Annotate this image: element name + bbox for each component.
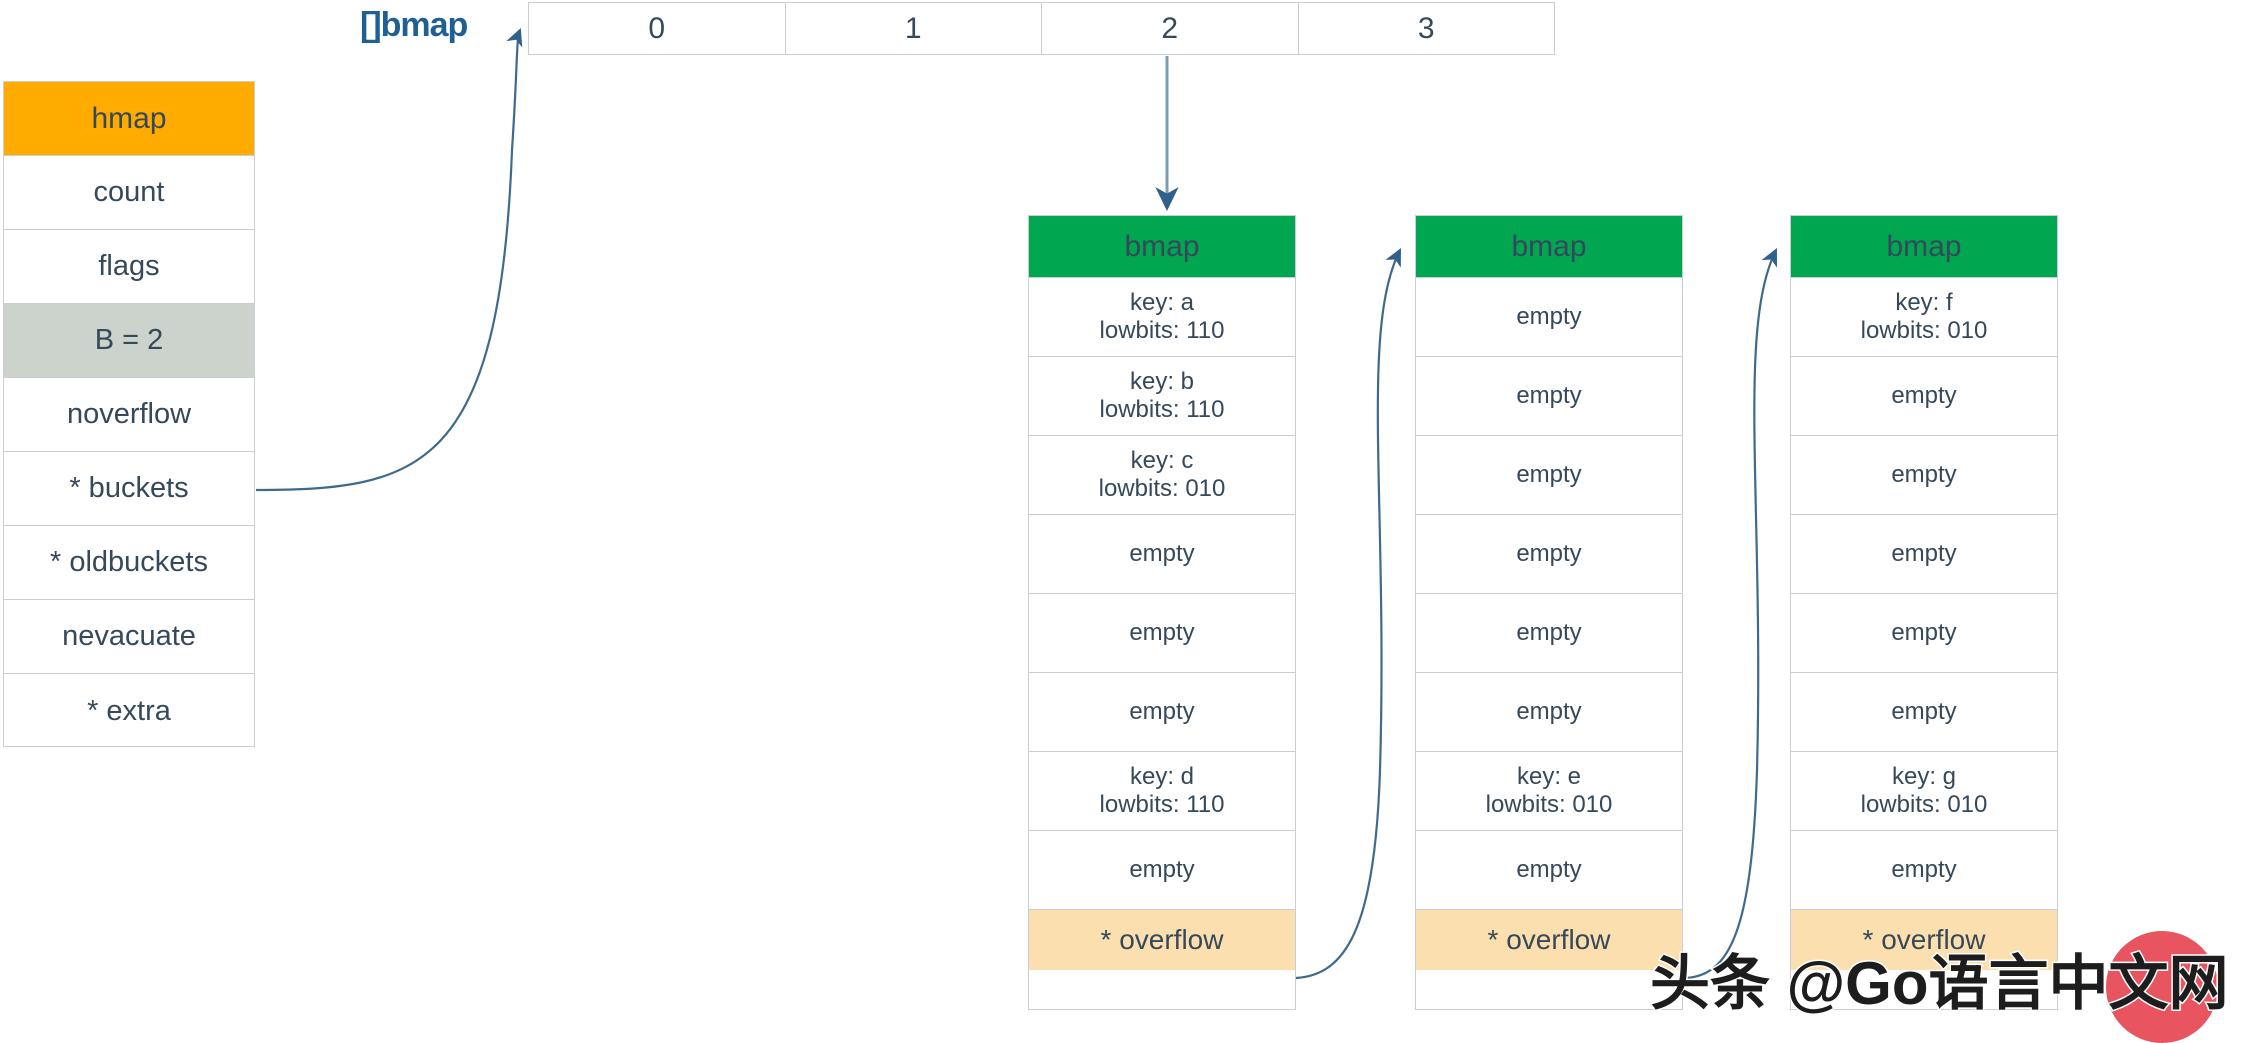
bmap-1-title: bmap <box>1416 216 1682 278</box>
bmap-0-slot-1: key: b lowbits: 110 <box>1029 357 1295 436</box>
hmap-field-buckets: * buckets <box>4 452 254 526</box>
bmap-0-slot-6: key: d lowbits: 110 <box>1029 752 1295 831</box>
bmap-slice-label: []bmap <box>360 6 468 44</box>
arrow-overflow1-to-bmap2 <box>1685 248 1777 980</box>
bucket-cell-3: 3 <box>1417 11 1435 45</box>
bucket-array: 0 1 2 3 <box>528 2 1555 55</box>
bmap-0-title: bmap <box>1029 216 1295 278</box>
hmap-struct-table: hmap count flags B = 2 noverflow * bucke… <box>3 81 255 747</box>
bmap-1-slot-4: empty <box>1416 594 1682 673</box>
bmap-0-overflow: * overflow <box>1029 910 1295 970</box>
bmap-2-slot-5: empty <box>1791 673 2057 752</box>
bmap-1-slot-7: empty <box>1416 831 1682 910</box>
arrow-buckets-to-array <box>255 27 523 492</box>
bmap-2-slot-7: empty <box>1791 831 2057 910</box>
bmap-2-slot-0: key: f lowbits: 010 <box>1791 278 2057 357</box>
bmap-1-slot-2: empty <box>1416 436 1682 515</box>
bmap-0-slot-3: empty <box>1029 515 1295 594</box>
watermark-dot <box>2106 931 2218 1043</box>
bmap-0-slot-5: empty <box>1029 673 1295 752</box>
hmap-field-flags: flags <box>4 230 254 304</box>
hmap-struct-title: hmap <box>4 82 254 156</box>
bucket-cell-2: 2 <box>1042 3 1299 54</box>
hmap-field-b: B = 2 <box>4 304 254 378</box>
bmap-1-slot-3: empty <box>1416 515 1682 594</box>
bmap-bucket-0: bmap key: a lowbits: 110 key: b lowbits:… <box>1028 215 1296 1010</box>
bmap-0-slot-7: empty <box>1029 831 1295 910</box>
bucket-cell-1: 1 <box>786 3 1042 54</box>
arrow-overflow0-to-bmap1 <box>1295 248 1401 980</box>
hmap-field-nevacuate: nevacuate <box>4 600 254 674</box>
bmap-0-slot-2: key: c lowbits: 010 <box>1029 436 1295 515</box>
watermark-text: 头条 @Go语言中文网 <box>1649 949 2230 1019</box>
bmap-1-slot-6: key: e lowbits: 010 <box>1416 752 1682 831</box>
bmap-1-slot-1: empty <box>1416 357 1682 436</box>
bmap-2-slot-6: key: g lowbits: 010 <box>1791 752 2057 831</box>
bmap-1-overflow: * overflow <box>1416 910 1682 970</box>
bmap-1-slot-0: empty <box>1416 278 1682 357</box>
hmap-field-extra: * extra <box>87 694 171 727</box>
bmap-2-slot-4: empty <box>1791 594 2057 673</box>
bmap-1-slot-5: empty <box>1416 673 1682 752</box>
hmap-field-count: count <box>4 156 254 230</box>
bmap-bucket-2: bmap key: f lowbits: 010 empty empty emp… <box>1790 215 2058 1010</box>
bmap-2-overflow: * overflow <box>1791 910 2057 970</box>
bmap-bucket-1: bmap empty empty empty empty empty empty… <box>1415 215 1683 1010</box>
hmap-field-noverflow: noverflow <box>4 378 254 452</box>
hmap-field-oldbuckets: * oldbuckets <box>4 526 254 600</box>
bmap-0-slot-4: empty <box>1029 594 1295 673</box>
bmap-2-title: bmap <box>1791 216 2057 278</box>
bmap-2-slot-1: empty <box>1791 357 2057 436</box>
bucket-cell-0: 0 <box>529 3 786 54</box>
bmap-2-slot-2: empty <box>1791 436 2057 515</box>
bmap-2-slot-3: empty <box>1791 515 2057 594</box>
bmap-0-slot-0: key: a lowbits: 110 <box>1029 278 1295 357</box>
